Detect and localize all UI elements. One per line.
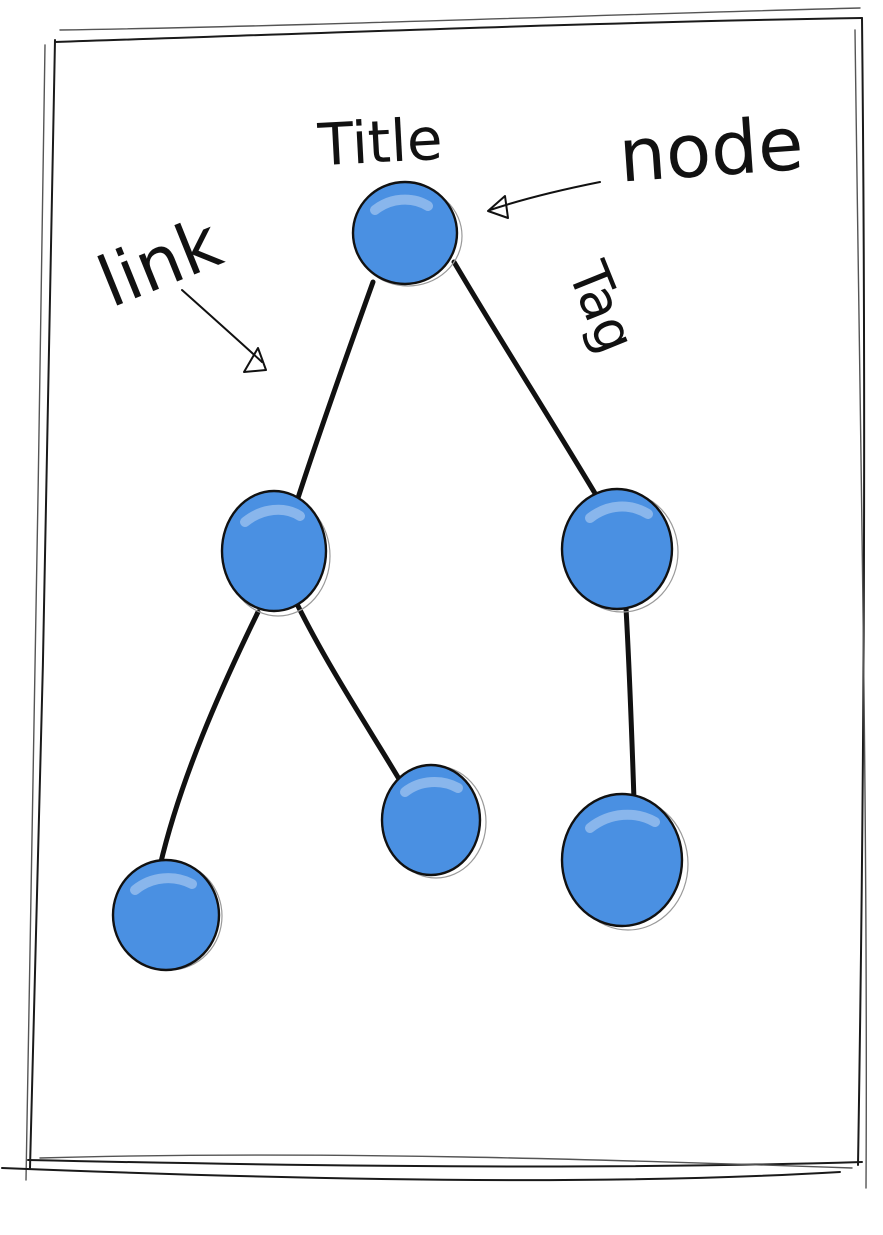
link-arrow-head (243, 347, 267, 373)
annotation-arrows (181, 181, 601, 373)
frame-right-edge-sketch (854, 29, 868, 1189)
node-left-left-leaf-shine (130, 873, 197, 895)
node-right-leaf-circle (560, 792, 684, 928)
annotation-node: node (616, 101, 806, 200)
link-arrow-shaft (181, 289, 263, 363)
annotation-tag: Tag (555, 252, 648, 361)
frame-left-edge-sketch (25, 44, 46, 1181)
frame-bottom-edge (27, 1159, 863, 1168)
annotation-link: link (87, 201, 233, 324)
frame-bottom-edge-sketch-2 (39, 1154, 853, 1169)
node-right-child-shine (585, 501, 653, 523)
node-root-shine (370, 194, 433, 215)
node-left-left-leaf (111, 858, 223, 972)
frame-top-edge-sketch (59, 7, 861, 31)
edge-root-left-child (295, 279, 376, 501)
frame-top-edge (54, 17, 863, 43)
node-left-child-circle (220, 489, 328, 613)
edges-layer (157, 259, 637, 869)
edge-left-child-left-left-leaf (157, 609, 261, 869)
node-right-leaf (560, 792, 689, 931)
node-root (351, 180, 463, 287)
node-right-child (560, 487, 679, 613)
node-root-circle (351, 180, 459, 286)
nodes-layer (111, 180, 689, 972)
node-left-left-leaf-circle (111, 858, 221, 972)
link-arrow (181, 289, 267, 373)
node-arrow (487, 181, 601, 219)
edge-root-right-child (451, 259, 599, 498)
edge-right-child-right-leaf (623, 605, 637, 803)
edge-left-child-left-right-leaf (295, 603, 405, 787)
node-left-right-leaf-circle (380, 763, 482, 877)
node-left-right-leaf-shine (400, 777, 463, 797)
node-arrow-head (487, 195, 509, 219)
frame-bottom-edge-sketch (1, 1167, 841, 1182)
node-left-child (220, 489, 331, 617)
node-right-child-circle (560, 487, 674, 611)
annotation-title: Title (315, 105, 444, 179)
node-arrow-shaft (489, 181, 601, 211)
frame-left-edge (29, 39, 56, 1169)
frame-right-edge (857, 17, 866, 1166)
page-frame (1, 7, 868, 1189)
node-left-right-leaf (380, 763, 487, 879)
node-right-leaf-shine (585, 809, 660, 833)
node-left-child-shine (240, 504, 305, 527)
